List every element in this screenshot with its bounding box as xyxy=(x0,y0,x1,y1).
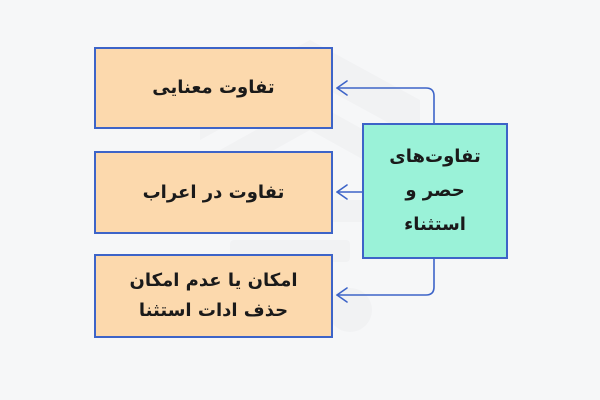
main-node-line-2: حصر و xyxy=(405,180,465,201)
main-node-line-1: تفاوت‌های xyxy=(389,146,481,167)
node-semantic-difference: تفاوت معنایی xyxy=(94,47,333,129)
main-node-line-3: استثناء xyxy=(404,214,466,235)
node-3-line-1: امکان یا عدم امکان xyxy=(129,270,298,291)
main-node: تفاوت‌های حصر و استثناء xyxy=(362,123,508,259)
node-deletion-possibility: امکان یا عدم امکان حذف ادات استثنا xyxy=(94,254,333,338)
node-3-line-2: حذف ادات استثنا xyxy=(138,300,289,321)
node-1-label: تفاوت معنایی xyxy=(152,77,275,98)
node-2-label: تفاوت در اعراب xyxy=(142,181,285,203)
node-inflection-difference: تفاوت در اعراب xyxy=(94,151,333,234)
